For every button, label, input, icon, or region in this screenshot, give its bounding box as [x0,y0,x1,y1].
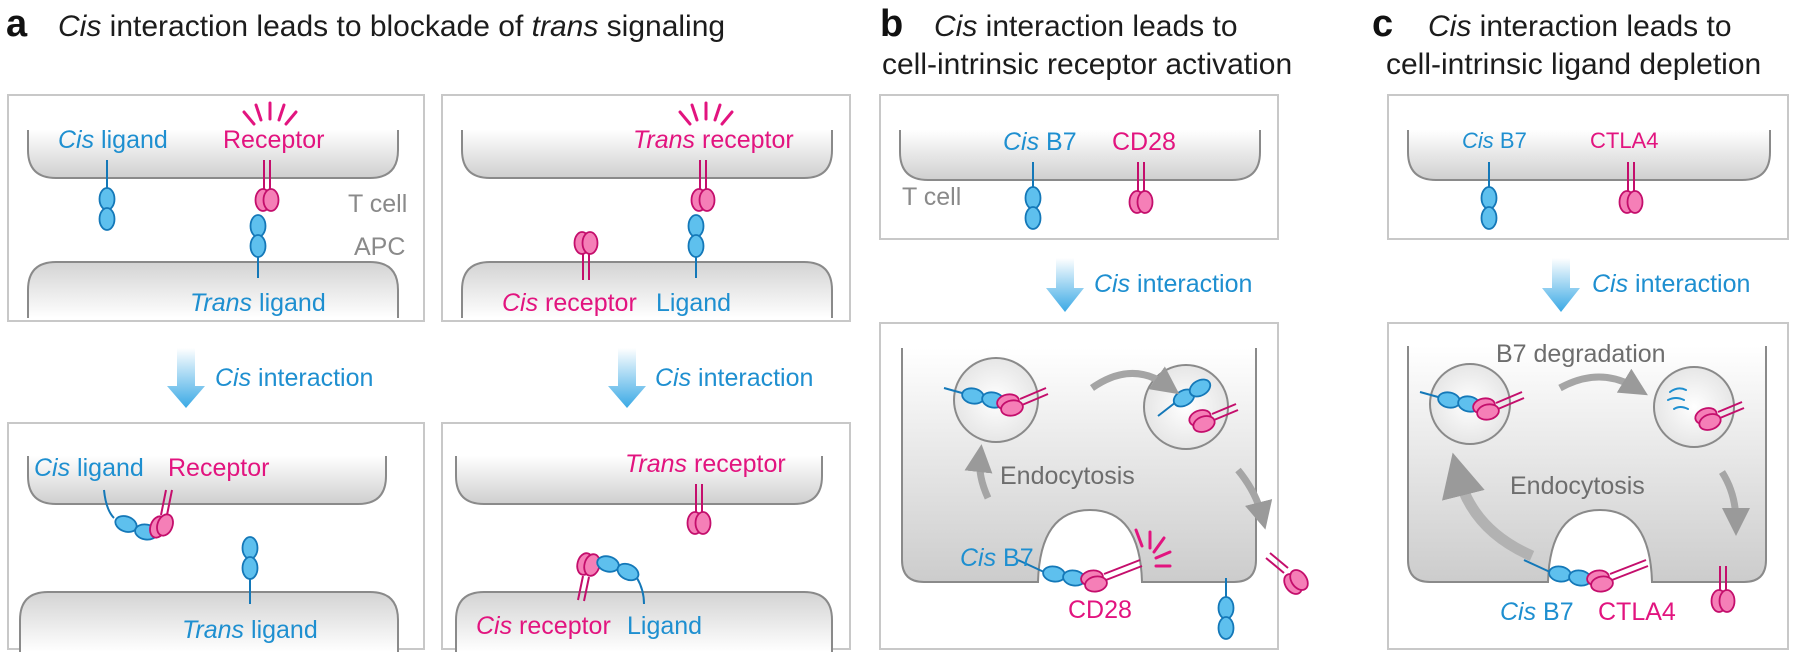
cis-ligand-label: Cis ligand [58,126,168,154]
cis-b7-label: Cis B7 [1500,598,1574,626]
panel-b-letter: b [880,3,903,45]
apc-membrane [28,262,398,318]
cis-interaction-label: Cis interaction [215,364,373,392]
t-cell-label: T cell [348,190,407,218]
panel-a-letter: a [6,3,28,45]
receptor-molecule [254,188,280,212]
endocytosis-label: Endocytosis [1510,472,1645,500]
ligand-molecule [687,214,705,258]
ctla4-label: CTLA4 [1590,128,1658,153]
cd28-molecule [1128,190,1154,214]
cis-receptor-label: Cis receptor [502,289,637,317]
cis-interaction-label: Cis interaction [655,364,813,392]
receptor-label: Receptor [168,454,269,482]
trans-receptor-label: Trans receptor [633,126,794,154]
receptor-label: Receptor [223,126,324,154]
apc-label: APC [354,233,405,261]
t-cell-membrane [28,130,398,178]
recycling-arrow [1089,366,1180,395]
panel-a-box-1: Cis ligand Receptor Trans ligand T cell … [7,94,425,322]
trans-receptor-molecule [686,511,712,535]
panel-a-box-2: Trans receptor Ligand Cis receptor [441,94,851,322]
signal-burst-icon [678,101,734,126]
cis-b7-label: Cis B7 [960,544,1034,572]
endocytosis-arrow [964,444,993,500]
panel-a-box-4: Trans receptor Cis receptor Ligand [441,422,851,652]
panel-a-arrow-1: Cis interaction [167,348,373,408]
recycling-arrow [1719,470,1750,536]
signal-burst-icon [242,101,298,126]
panel-a-arrow-2: Cis interaction [608,348,813,408]
cd28-label: CD28 [1068,596,1132,624]
panel-a-box-3: Cis ligand Receptor Trans ligand [7,422,425,652]
endocytosis-label: Endocytosis [1000,462,1135,490]
cd28-label: CD28 [1112,128,1176,156]
panel-c-arrow: Cis interaction [1542,258,1750,312]
trans-ligand-label: Trans ligand [190,289,326,317]
panel-b-bottom-box: Endocytosis Cis B7 CD28 [879,322,1309,650]
panel-b-top-box: Cis B7 CD28 T cell [879,94,1279,240]
panel-c-top-box: Cis B7 CTLA4 [1387,94,1789,240]
recycling-arrow [1235,467,1273,530]
cis-ligand-molecule [98,187,116,231]
lysosome-vesicle [1653,366,1735,448]
cis-b7-label: Cis B7 [1462,128,1527,153]
trans-receptor-molecule [690,188,716,212]
ligand-label: Ligand [627,612,702,640]
b7-molecule [1217,596,1235,640]
cis-interaction-label: Cis interaction [1094,270,1252,298]
cis-b7-molecule [1024,186,1042,230]
cis-receptor-molecule [573,231,599,255]
ctla4-label: CTLA4 [1598,598,1676,626]
trans-receptor-label: Trans receptor [625,450,786,478]
cis-ligand-label: Cis ligand [34,454,144,482]
trans-ligand-molecule [249,214,267,258]
panel-c-letter: c [1372,3,1393,45]
ctla4-molecule [1710,589,1736,613]
cis-b7-label: Cis B7 [1003,128,1077,156]
cis-receptor-label: Cis receptor [476,612,611,640]
panel-b-title-line1: Cis interaction leads to [934,10,1238,43]
trans-ligand-label: Trans ligand [182,616,318,644]
panel-c-title-line1: Cis interaction leads to [1428,10,1732,43]
cis-b7-molecule [1480,186,1498,230]
ctla4-molecule [1618,190,1644,214]
panel-b-arrow: Cis interaction [1046,258,1252,312]
cis-interaction-label: Cis interaction [1592,270,1750,298]
degraded-b7-fragments [1667,387,1689,410]
endocytosis-arrow [1442,452,1535,562]
panel-c-bottom-box: B7 degradation Endocytosis [1387,322,1789,650]
signal-burst-icon [1134,528,1172,568]
b7-degradation-label: B7 degradation [1496,340,1666,368]
panel-a-title: Cis interaction leads to blockade of tra… [58,10,725,43]
trans-ligand-molecule [241,536,259,580]
t-cell-label: T cell [902,183,961,211]
panel-b-title-line2: cell-intrinsic receptor activation [882,48,1292,81]
panel-c-title-line2: cell-intrinsic ligand depletion [1386,48,1761,81]
ligand-label: Ligand [656,289,731,317]
degradation-arrow [1558,368,1648,396]
